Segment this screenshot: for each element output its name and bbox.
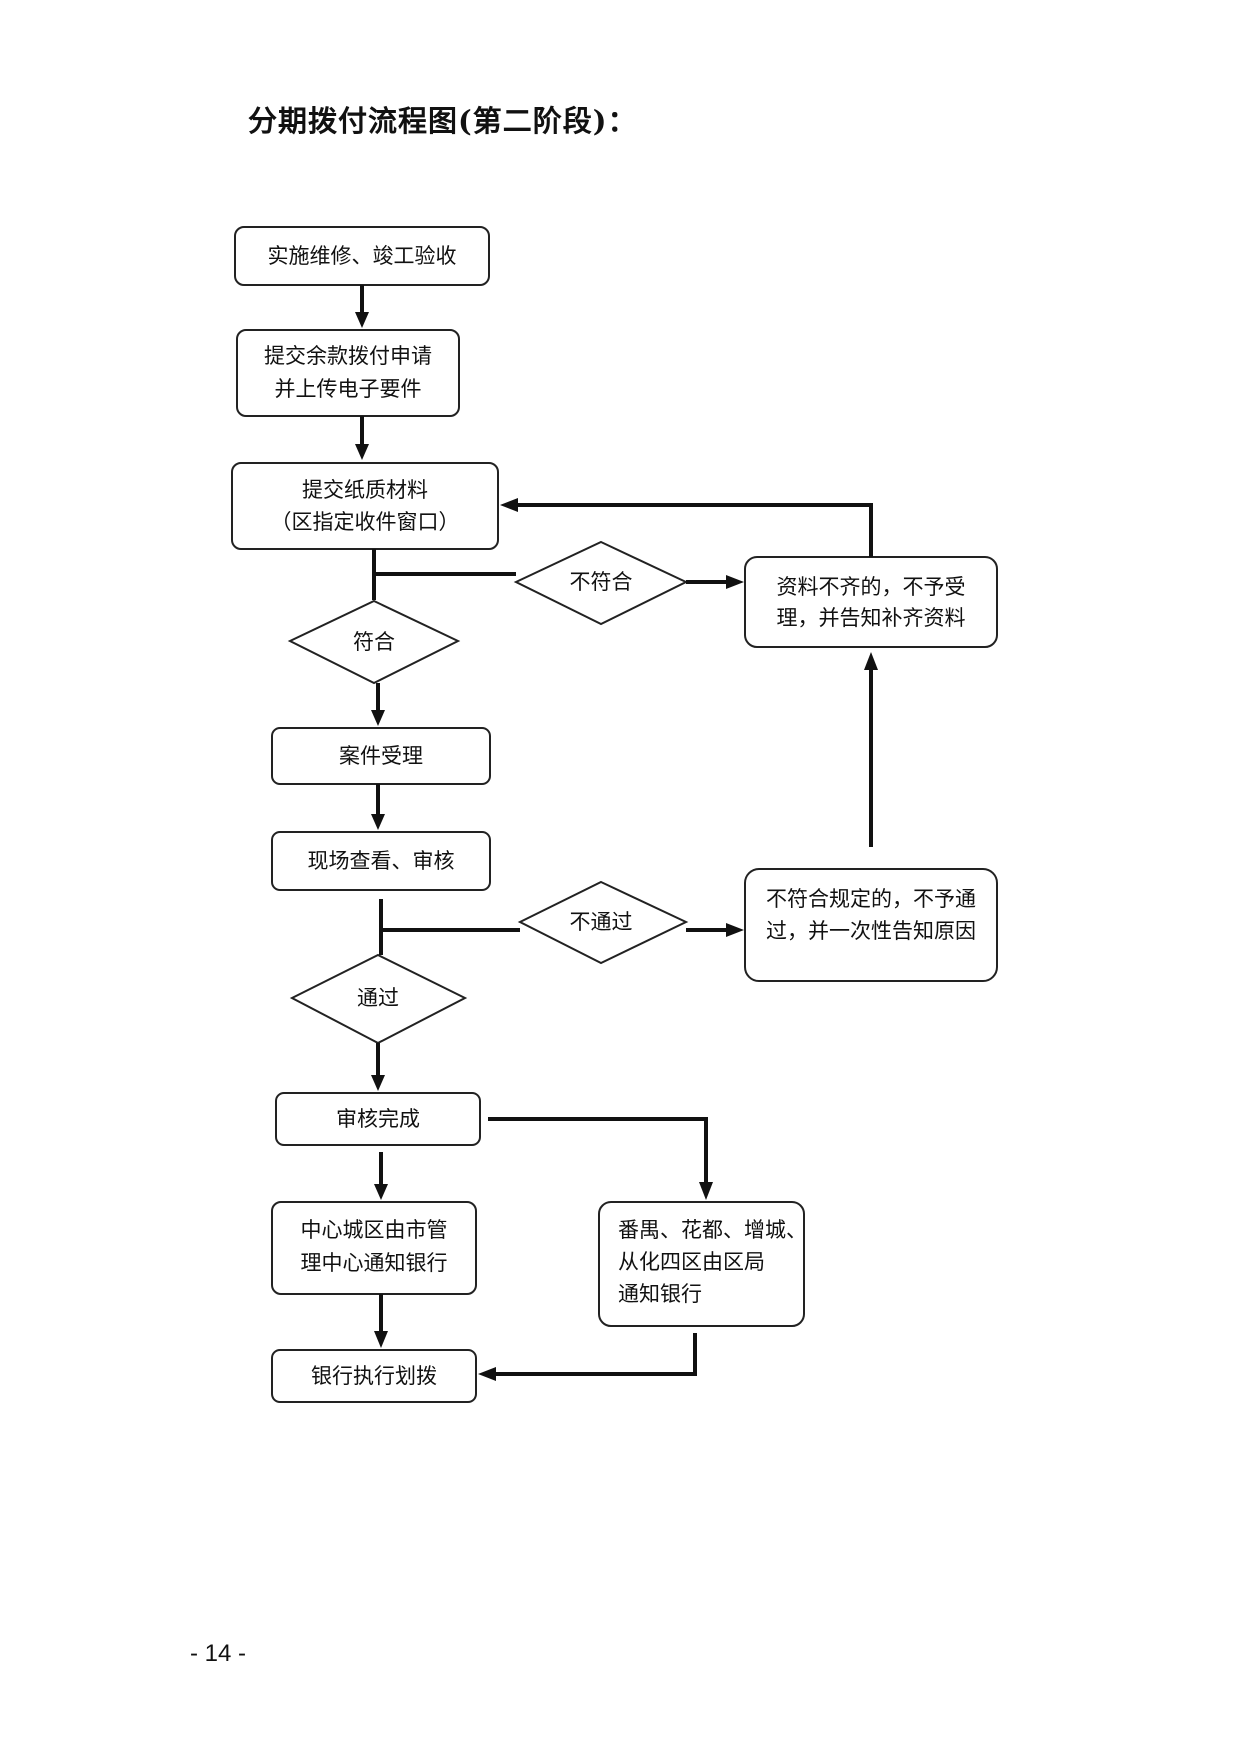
connector-line xyxy=(379,899,520,932)
node-label: 番禺、花都、增城、 xyxy=(618,1218,807,1242)
node-label: 现场查看、审核 xyxy=(308,849,455,873)
decision-not-pass: 不通过 xyxy=(517,880,689,965)
node-label: （区指定收件窗口） xyxy=(271,510,460,534)
connector-arrow xyxy=(374,1152,388,1200)
connector-arrow xyxy=(355,416,369,460)
connector-arrow xyxy=(355,285,369,328)
node-label: 提交余款拨付申请 xyxy=(264,344,432,368)
page-title: 分期拨付流程图(第二阶段)： xyxy=(248,104,638,138)
connectors xyxy=(355,285,878,1381)
node-completion-acceptance: 实施维修、竣工验收 xyxy=(234,226,490,286)
node-label: 理中心通知银行 xyxy=(301,1251,448,1275)
decision-label: 不通过 xyxy=(570,910,633,934)
node-review-complete: 审核完成 xyxy=(275,1092,481,1146)
decision-pass: 通过 xyxy=(289,953,468,1045)
decision-label: 符合 xyxy=(353,630,395,654)
node-bank-transfer: 银行执行划拨 xyxy=(271,1349,477,1403)
connector-arrow xyxy=(371,1043,385,1091)
node-label: 理，并告知补齐资料 xyxy=(777,606,966,630)
decision-label: 不符合 xyxy=(570,570,633,594)
decision-not-compliant: 不符合 xyxy=(513,540,689,626)
decision-compliant: 符合 xyxy=(287,599,461,685)
connector-arrow xyxy=(374,1294,388,1348)
node-label: 审核完成 xyxy=(336,1107,420,1131)
node-label: 不符合规定的，不予通 xyxy=(766,887,976,911)
connector-line xyxy=(372,549,516,576)
node-case-acceptance: 案件受理 xyxy=(271,727,491,785)
node-label: 提交纸质材料 xyxy=(302,478,428,502)
node-incomplete-rejection: 资料不齐的，不予受 理，并告知补齐资料 xyxy=(744,556,998,648)
connector-arrow xyxy=(371,784,385,830)
node-central-city-notify: 中心城区由市管 理中心通知银行 xyxy=(271,1201,477,1295)
node-submit-balance-application: 提交余款拨付申请 并上传电子要件 xyxy=(236,329,460,417)
node-label: 资料不齐的，不予受 xyxy=(777,575,966,599)
connector-arrow xyxy=(864,652,878,847)
connector-arrow xyxy=(488,1117,713,1200)
connector-arrow xyxy=(371,683,385,726)
connector-arrow xyxy=(478,1333,697,1381)
node-label: 案件受理 xyxy=(339,744,423,768)
node-label: 从化四区由区局 xyxy=(618,1250,765,1274)
node-label: 银行执行划拨 xyxy=(311,1364,437,1388)
node-four-districts-notify: 番禺、花都、增城、 从化四区由区局 通知银行 xyxy=(598,1201,807,1327)
node-label: 实施维修、竣工验收 xyxy=(268,244,457,268)
decision-label: 通过 xyxy=(357,986,399,1010)
node-label: 中心城区由市管 xyxy=(301,1218,448,1242)
node-site-inspection: 现场查看、审核 xyxy=(271,831,491,891)
node-noncompliant-rejection: 不符合规定的，不予通 过，并一次性告知原因 xyxy=(744,868,998,982)
node-label: 通知银行 xyxy=(618,1282,702,1306)
connector-arrow xyxy=(500,498,873,557)
node-label: 过，并一次性告知原因 xyxy=(766,919,976,943)
page-number: - 14 - xyxy=(190,1640,247,1667)
connector-arrow xyxy=(686,923,744,937)
connector-arrow xyxy=(686,575,744,589)
node-label: 并上传电子要件 xyxy=(275,377,422,401)
node-submit-paper-materials: 提交纸质材料 （区指定收件窗口） xyxy=(231,462,499,550)
